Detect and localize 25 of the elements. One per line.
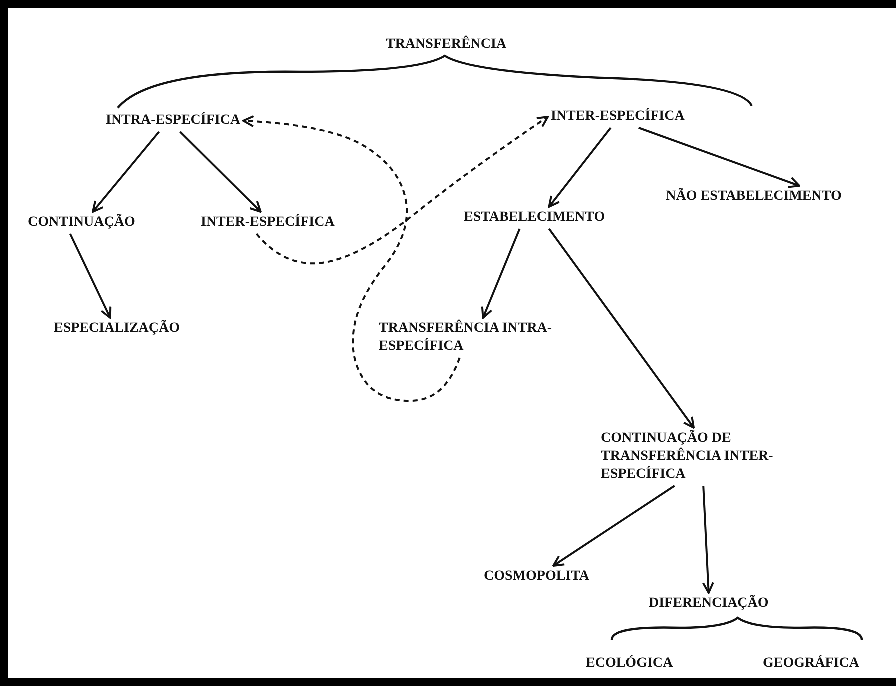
node-label: COSMOPOLITA [481, 566, 593, 588]
node-label: INTER-ESPECÍFICA [198, 212, 338, 234]
dashed-arrow [242, 116, 461, 402]
node-label: TRANSFERÊNCIA INTRA-ESPECÍFICA [376, 318, 571, 358]
node-label: ESPECIALIZAÇÃO [51, 318, 184, 340]
node-label: GEOGRÁFICA [760, 653, 862, 675]
node-label: ESTABELECIMENTO [461, 207, 608, 229]
node-label: ECOLÓGICA [583, 653, 676, 675]
arrow [92, 131, 160, 213]
node-label: CONTINUAÇÃO DE TRANSFERÊNCIA INTER-ESPECÍFICA [598, 428, 790, 486]
dashed-arrow [256, 116, 549, 265]
arrow [702, 486, 714, 594]
arrow [481, 228, 521, 319]
node-label: CONTINUAÇÃO [25, 212, 138, 234]
node-label: NÃO ESTABELECIMENTO [663, 186, 845, 208]
arrow [552, 485, 676, 567]
arrow [548, 228, 695, 429]
node-label: DIFERENCIAÇÃO [646, 593, 772, 615]
node-label: INTRA-ESPECÍFICA [103, 110, 244, 132]
arrow [638, 127, 800, 188]
node-label: TRANSFERÊNCIA [383, 34, 510, 56]
arrow [69, 234, 112, 319]
arrow [548, 127, 612, 208]
arrow [180, 131, 262, 213]
node-label: INTER-ESPECÍFICA [548, 106, 688, 128]
